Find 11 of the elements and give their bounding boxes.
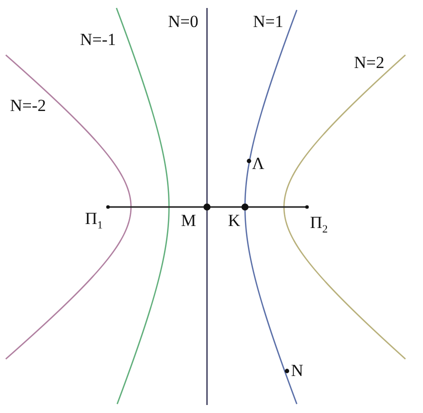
curve-label: N=2 — [354, 54, 384, 71]
curve-label: Π$_{2}$ — [310, 214, 328, 236]
curve-label: M — [181, 212, 196, 229]
curve-label: N=1 — [253, 13, 284, 30]
curve-label: N — [291, 362, 304, 379]
curve-label: Π$_{1}$ — [85, 210, 103, 232]
curve-label: Λ — [252, 155, 264, 172]
curve-label: K — [228, 212, 240, 229]
curve-label: N=-2 — [10, 97, 46, 114]
curve-label: N=-1 — [80, 31, 116, 48]
curve-label: N=0 — [168, 13, 198, 30]
